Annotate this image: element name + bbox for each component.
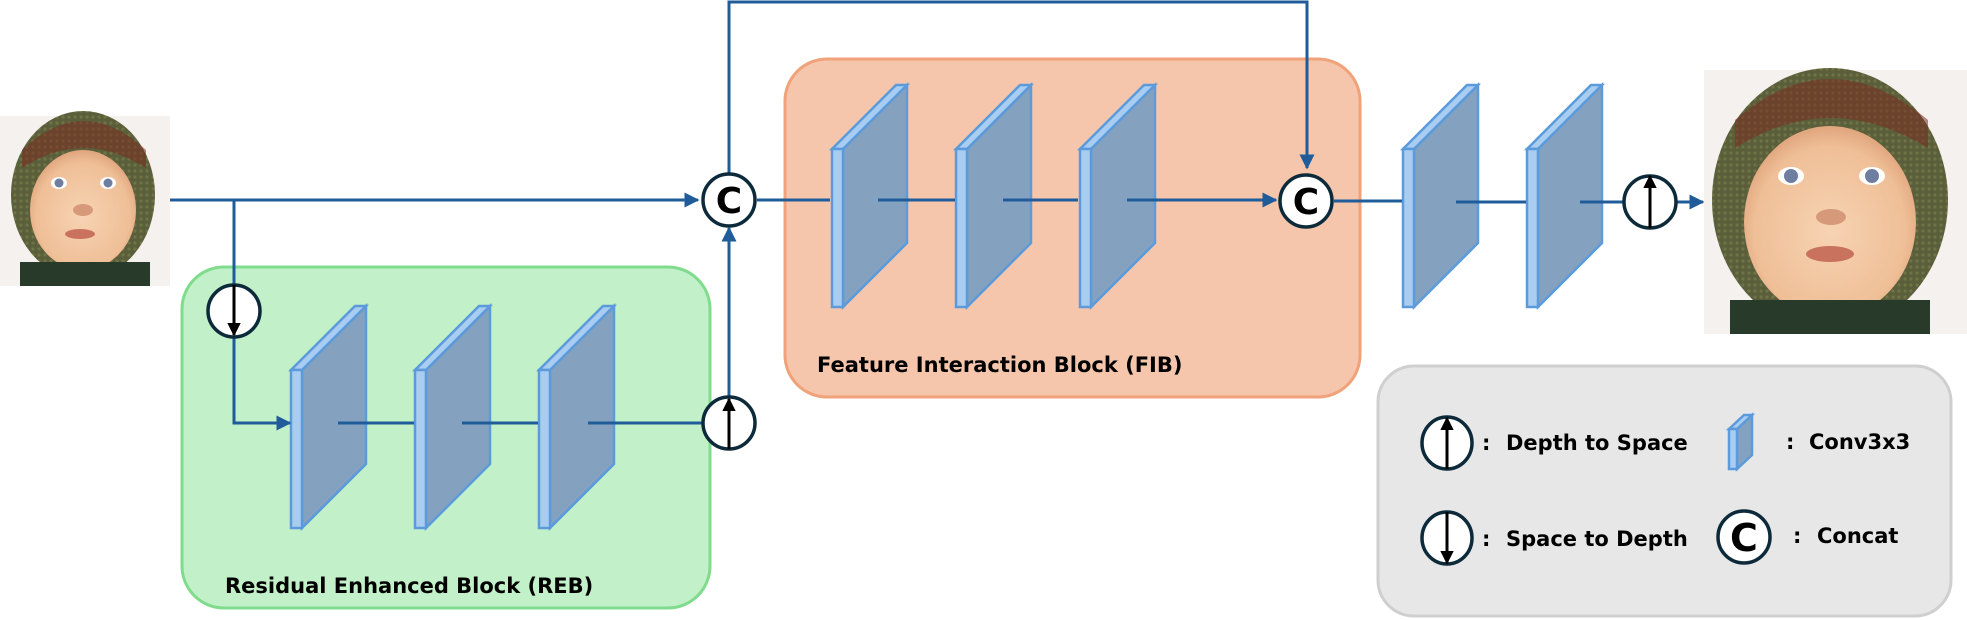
legend-sep: :: [1482, 527, 1490, 551]
concat-node-1: C: [701, 172, 757, 228]
connections: [170, 0, 1705, 431]
depth-to-space-node-output: [1622, 174, 1678, 230]
legend-sep: :: [1793, 524, 1801, 548]
legend-label-space-to-depth: Space to Depth: [1506, 527, 1688, 551]
legend-sep: :: [1482, 431, 1490, 455]
space-to-depth-node: [206, 283, 262, 339]
legend-sep: :: [1786, 430, 1794, 454]
legend-box: [1376, 364, 1953, 618]
fib-conv-1: [828, 81, 911, 311]
concat-node-2: C: [1278, 173, 1334, 229]
output-image: [1704, 68, 1967, 334]
reb-conv-2: [411, 302, 494, 532]
skip-connection: [727, 0, 1315, 174]
svg-text:C: C: [1730, 516, 1758, 560]
legend-conv-slab: [1725, 412, 1756, 472]
tail-conv-1: [1399, 81, 1482, 311]
space-to-depth-icon: [1420, 510, 1474, 566]
fib-block: [783, 57, 1362, 399]
svg-text:C: C: [1293, 182, 1319, 223]
depth-to-space-icon: [1420, 415, 1474, 471]
reb-label: Residual Enhanced Block (REB): [225, 574, 593, 598]
input-image: [0, 111, 170, 286]
legend-label-conv3x3: Conv3x3: [1809, 430, 1910, 454]
fib-conv-3: [1076, 81, 1159, 311]
fib-label: Feature Interaction Block (FIB): [817, 353, 1182, 377]
conv-icon: [1725, 412, 1756, 472]
depth-to-space-node-reb: [701, 395, 757, 451]
reb-conv-1: [287, 302, 370, 532]
concat-icon: C: [1716, 509, 1772, 565]
reb-conv-3: [535, 302, 618, 532]
svg-text:C: C: [716, 181, 742, 222]
conv-layers: [287, 81, 1606, 532]
legend-label-concat: Concat: [1817, 524, 1898, 548]
legend: : Depth to Space : Conv3x3 : Space to De…: [1420, 412, 1910, 566]
tail-conv-2: [1523, 81, 1606, 311]
legend-label-depth-to-space: Depth to Space: [1506, 431, 1688, 455]
reb-branch-to-conv: [232, 332, 292, 431]
fib-conv-2: [952, 81, 1035, 311]
